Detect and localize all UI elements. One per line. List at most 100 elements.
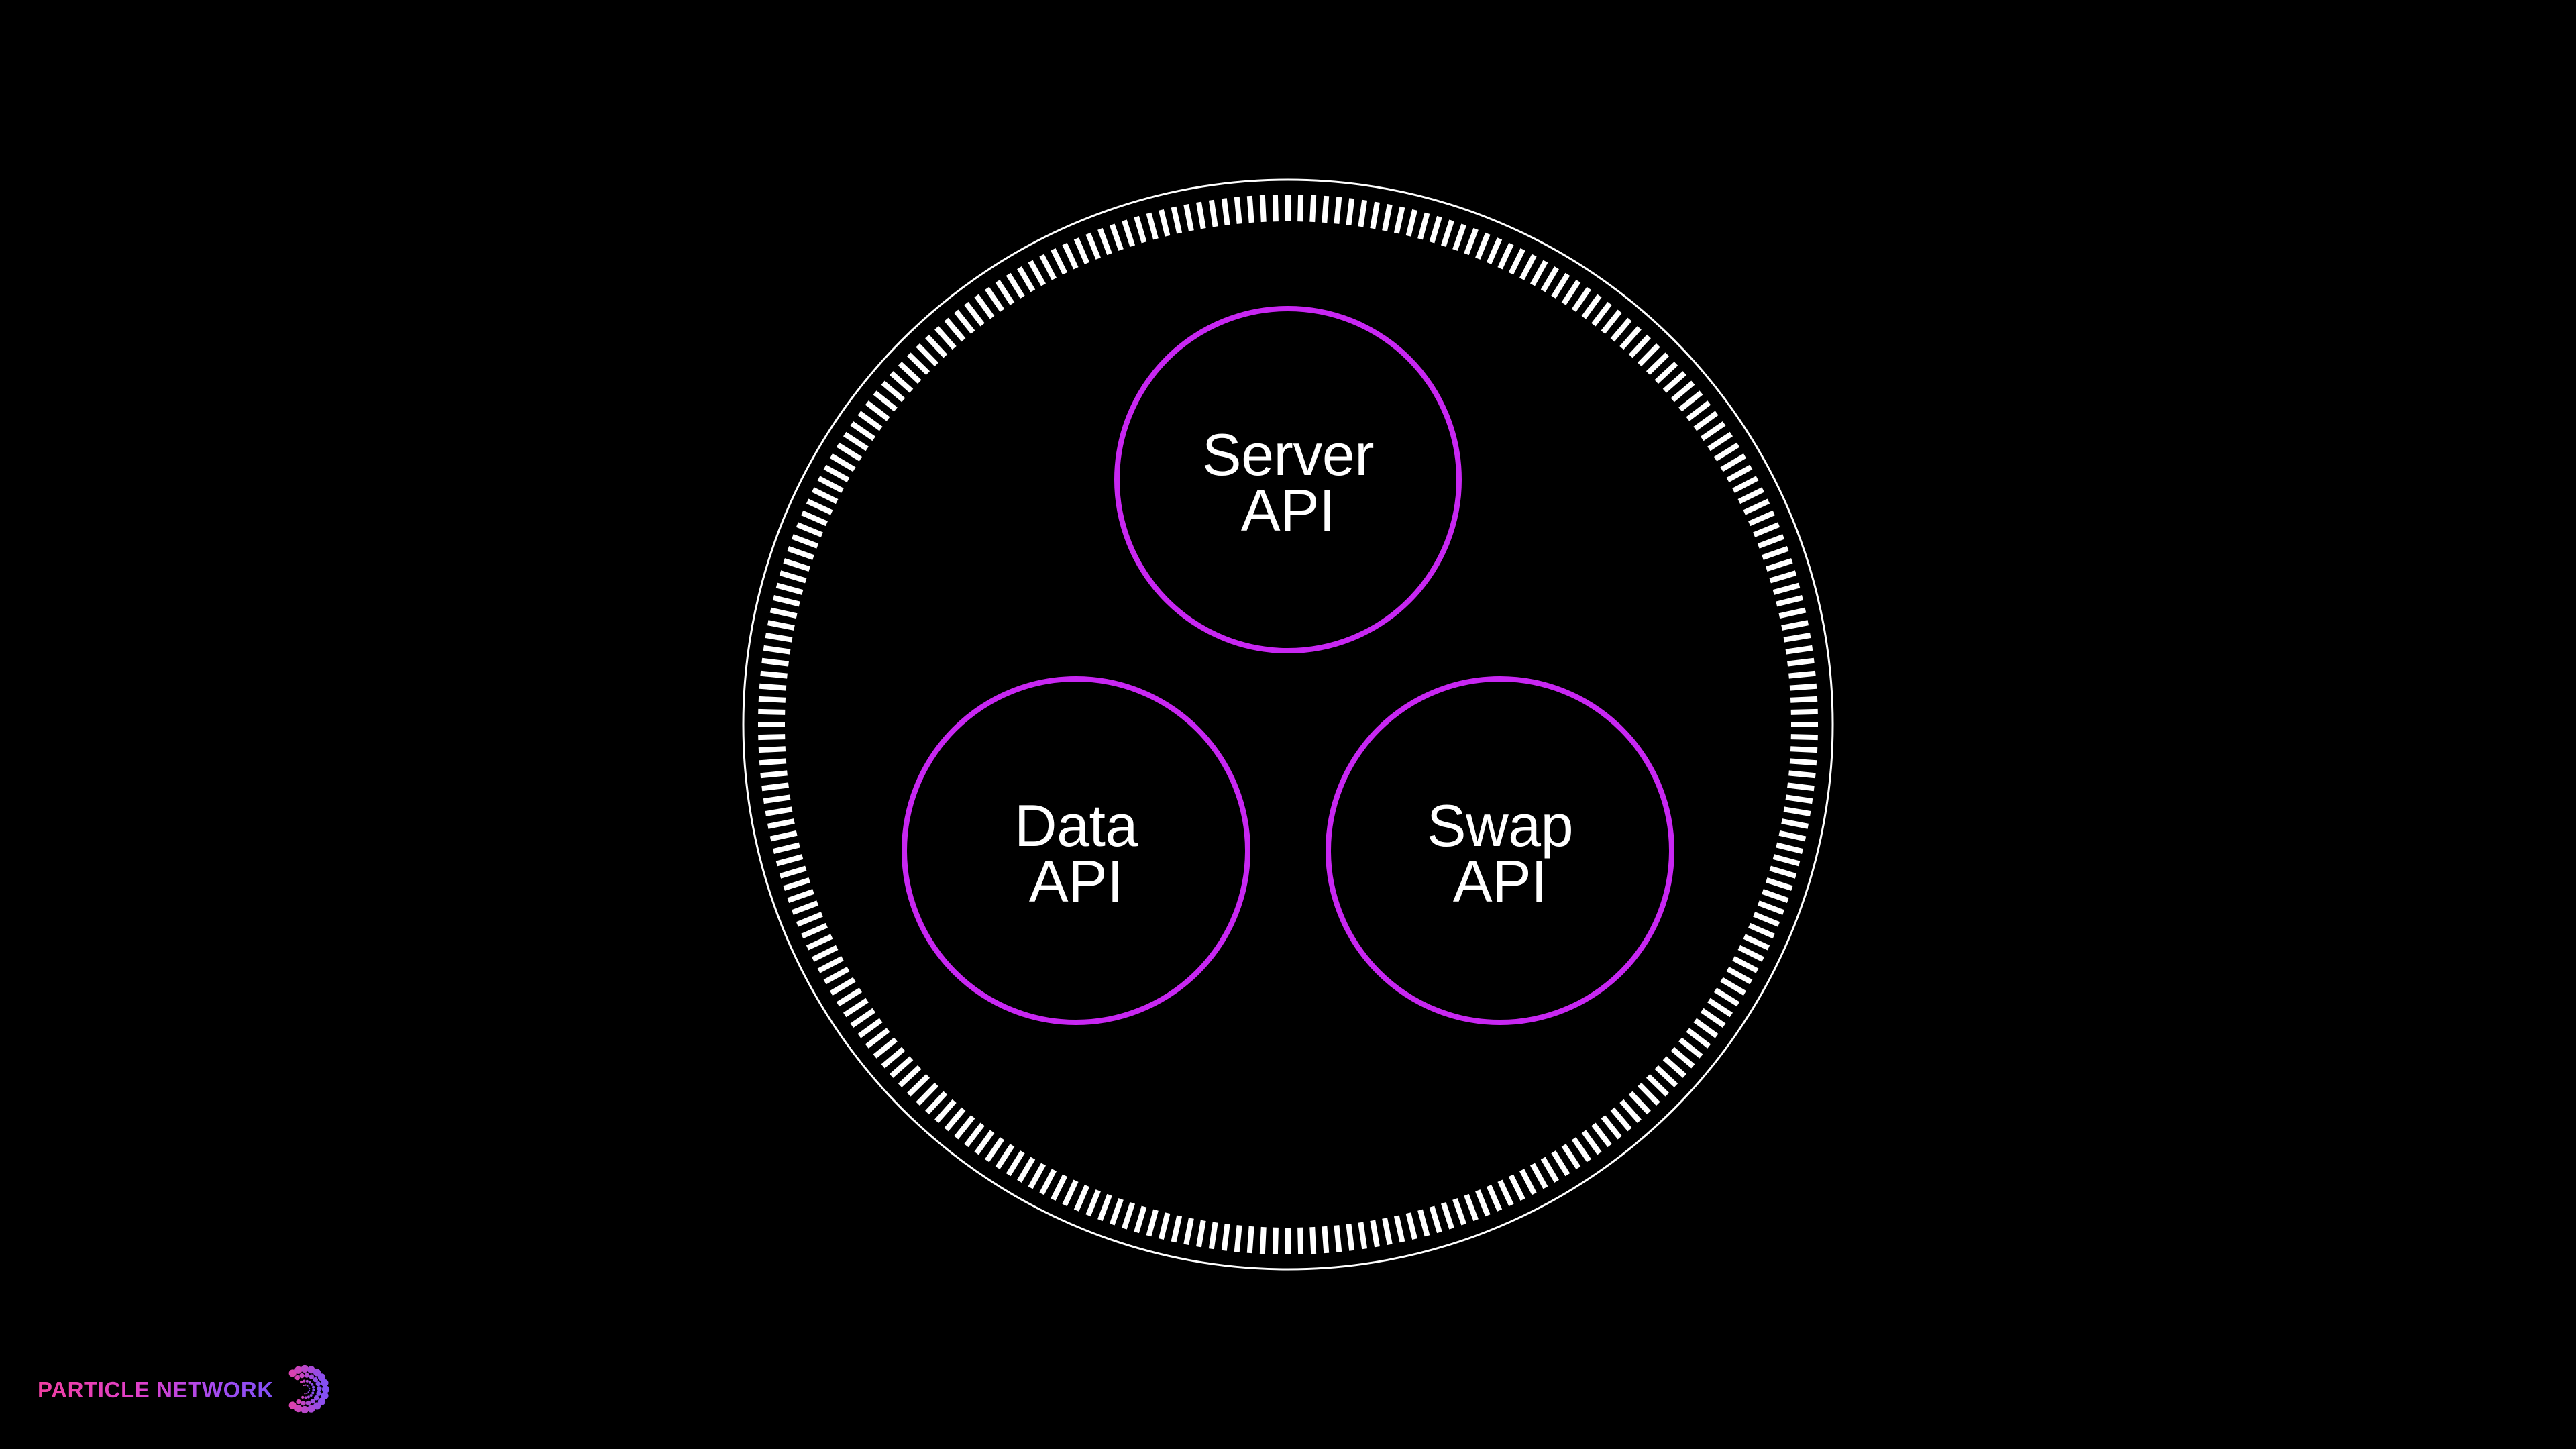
tick-mark (1159, 1212, 1171, 1240)
tick-mark (767, 620, 795, 631)
tick-mark (1713, 987, 1740, 1007)
tick-mark (1670, 380, 1695, 402)
tick-mark (843, 431, 869, 451)
tick-mark (817, 955, 844, 973)
tick-mark (1757, 534, 1785, 549)
brand-lockup: PARTICLE NETWORK (38, 1364, 333, 1414)
tick-mark (1693, 1018, 1719, 1038)
logo-dot (313, 1377, 318, 1383)
logo-dot (311, 1391, 315, 1395)
tick-mark (1551, 272, 1570, 299)
tick-mark (760, 770, 788, 779)
tick-mark (1110, 1198, 1124, 1226)
tick-mark (1720, 453, 1746, 472)
tick-mark (1259, 1226, 1267, 1254)
particle-spiral-logo-icon (288, 1364, 329, 1414)
tick-mark (1654, 362, 1678, 384)
tick-mark (1785, 794, 1813, 804)
tick-mark (1707, 998, 1733, 1018)
tick-mark (1097, 227, 1112, 256)
tick-mark (1322, 1226, 1330, 1254)
logo-dot (321, 1391, 329, 1400)
tick-mark (1787, 782, 1815, 792)
tick-mark (1508, 1174, 1525, 1201)
tick-mark (1452, 1198, 1466, 1226)
tick-mark (1183, 1218, 1194, 1246)
tick-mark (1670, 1046, 1695, 1069)
tick-mark (1039, 254, 1057, 280)
tick-mark (1789, 758, 1817, 766)
logo-dot (299, 1373, 305, 1379)
tick-mark (925, 1091, 948, 1115)
tick-mark (1309, 195, 1317, 223)
tick-mark (974, 294, 995, 319)
tick-mark (1393, 206, 1405, 234)
tick-mark (1334, 1225, 1342, 1252)
tick-mark (1591, 1122, 1612, 1148)
data-api-circle[interactable] (902, 676, 1250, 1025)
tick-mark (1417, 1209, 1430, 1237)
tick-mark (1246, 195, 1254, 223)
tick-mark (779, 570, 807, 584)
tick-mark (1790, 746, 1818, 753)
tick-mark (1646, 1074, 1670, 1097)
brand-wordmark: PARTICLE NETWORK (38, 1377, 274, 1402)
tick-mark (1748, 510, 1775, 527)
tick-mark (1610, 317, 1632, 342)
logo-dot (305, 1384, 307, 1386)
tick-mark (761, 657, 789, 667)
tick-mark (1346, 198, 1355, 225)
tick-mark (1062, 242, 1079, 270)
outer-ring-group (742, 178, 1834, 1271)
logo-dot (317, 1373, 325, 1381)
tick-mark (934, 1099, 957, 1123)
tick-mark (783, 558, 810, 572)
tick-mark (1638, 1082, 1660, 1106)
tick-mark (1508, 248, 1525, 275)
tick-mark (1757, 900, 1785, 915)
swap-api-circle[interactable] (1326, 676, 1674, 1025)
tick-mark (1246, 1226, 1254, 1254)
logo-dot (307, 1391, 309, 1393)
logo-dot (313, 1395, 319, 1401)
tick-mark (1221, 198, 1230, 225)
tick-mark (1097, 1193, 1112, 1222)
tick-mark (812, 487, 839, 504)
tick-mark (1571, 286, 1592, 313)
logo-dot (301, 1395, 305, 1399)
tick-mark (1788, 770, 1816, 779)
server-api-circle[interactable] (1114, 306, 1462, 653)
tick-mark (1134, 215, 1147, 244)
tick-mark (1440, 1202, 1454, 1230)
tick-mark (1551, 1150, 1570, 1177)
logo-dot (313, 1368, 321, 1377)
tick-mark (765, 806, 793, 816)
tick-mark (1772, 854, 1801, 867)
tick-mark (954, 1115, 975, 1140)
tick-mark (760, 670, 788, 679)
logo-dot (312, 1389, 315, 1392)
tick-mark (806, 934, 833, 951)
tick-mark (906, 352, 930, 375)
tick-mark (758, 746, 786, 753)
tick-mark (1234, 197, 1242, 224)
tick-mark (1591, 301, 1612, 327)
tick-mark (1486, 237, 1503, 265)
tick-mark (1540, 1157, 1559, 1183)
tick-mark (775, 854, 804, 867)
tick-mark (787, 546, 814, 560)
tick-mark (1475, 1189, 1491, 1217)
logo-dot (311, 1385, 315, 1389)
tick-mark (1259, 195, 1267, 223)
tick-mark (773, 842, 800, 854)
tick-mark (898, 1065, 922, 1087)
tick-mark (1753, 522, 1780, 537)
tick-mark (1006, 1150, 1025, 1177)
logo-dot (310, 1383, 314, 1386)
tick-mark (767, 818, 795, 829)
